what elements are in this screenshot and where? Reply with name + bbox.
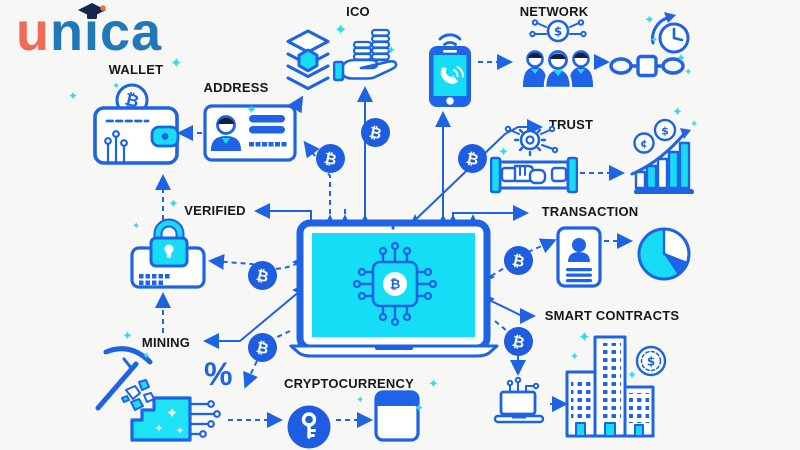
sparkle-icon: ✦: [672, 105, 683, 120]
sparkle-icon: ✦: [154, 423, 163, 435]
handshake-gear-icon: [490, 124, 578, 194]
key-icon: [287, 405, 331, 449]
bitcoin-symbol: ₿: [464, 148, 481, 169]
sparkle-icon: ✦: [246, 103, 257, 118]
label-ico: ICO: [346, 4, 370, 19]
bitcoin-symbol: ₿: [367, 122, 384, 143]
browser-icon: [374, 390, 420, 442]
cent-symbol: ¢: [640, 137, 648, 150]
bitcoin-symbol: ₿: [254, 337, 271, 358]
bitcoin-symbol: ₿: [510, 250, 527, 271]
bitcoin-chip-icon: ₿: [352, 241, 438, 327]
lock-card-icon: [130, 218, 206, 289]
small-laptop-icon: [493, 376, 545, 424]
sparkle-icon: ✦: [570, 350, 580, 363]
dollar-node: $: [529, 19, 587, 43]
person-right: [568, 50, 594, 87]
logo-letter-u: u: [16, 2, 50, 62]
growth-chart-icon: ¢ $: [630, 118, 694, 194]
sparkle-icon: ✦: [644, 13, 655, 28]
dollar-symbol: $: [554, 25, 562, 39]
sparkle-icon: ✦: [690, 119, 699, 130]
id-card-icon: [203, 104, 297, 162]
dollar-symbol: $: [661, 125, 669, 138]
sparkle-icon: ✦: [356, 395, 365, 406]
label-trust: TRUST: [548, 117, 594, 132]
sparkle-icon: ✦: [428, 377, 439, 392]
clock-icon: [651, 12, 690, 54]
label-verified: VERIFIED: [184, 203, 246, 218]
wallet-icon: ₿: [93, 83, 180, 165]
sparkle-icon: ✦: [684, 67, 693, 78]
sparkle-icon: ✦: [334, 20, 348, 39]
people-network-icon: $: [522, 19, 594, 90]
label-cryptocurrency: CRYPTOCURRENCY: [284, 376, 414, 391]
sparkle-icon: ✦: [112, 81, 121, 92]
bitcoin-symbol: ₿: [510, 331, 527, 352]
mined-block-icon: ✦ ✦ ✦: [130, 396, 221, 442]
sparkle-icon: ✦: [142, 351, 151, 362]
sparkle-icon: ✦: [650, 35, 659, 46]
unica-logo: unica: [16, 2, 162, 62]
sparkle-icon: ✦: [627, 368, 638, 382]
sparkle-icon: ✦: [122, 329, 133, 344]
label-wallet: WALLET: [108, 62, 164, 77]
bitcoin-symbol: ₿: [390, 278, 401, 293]
logo-letters-nica: nica: [50, 2, 163, 62]
graduation-cap-icon: [78, 3, 106, 19]
person-left: [522, 50, 548, 87]
percent-symbol: %: [204, 356, 233, 392]
sparkle-icon: ✦: [386, 43, 397, 57]
label-mining: MINING: [141, 335, 191, 350]
sparkle-icon: ✦: [166, 405, 179, 422]
sparkle-icon: ✦: [498, 145, 509, 160]
pie-chart-icon: [637, 227, 691, 281]
card-dots: [249, 142, 287, 147]
label-network: NETWORK: [519, 4, 589, 19]
wifi-icon: [438, 33, 462, 46]
phone-handset-icon: [440, 67, 458, 84]
sparkle-icon: ✦: [68, 89, 79, 103]
sparkle-icon: ✦: [414, 401, 425, 415]
hands: [500, 164, 568, 185]
card-dots: [139, 274, 170, 285]
sparkle-icon: ✦: [676, 51, 687, 65]
label-address: ADDRESS: [203, 80, 269, 95]
phone-icon: [429, 33, 471, 107]
dollar-symbol: $: [647, 355, 655, 369]
sparkle-icon: ✦: [578, 328, 591, 346]
label-transaction: TRANSACTION: [541, 204, 639, 219]
gear-icon: [504, 124, 559, 157]
person-card-icon: [556, 226, 602, 288]
dollar-coin-icon: $: [635, 345, 667, 377]
sparkle-icon: ✦: [168, 197, 179, 212]
bitcoin-symbol: ₿: [322, 148, 339, 169]
sparkle-icon: ✦: [170, 54, 183, 72]
person-center: [543, 50, 573, 90]
laptop-bitcoin-chip-icon: ₿: [289, 214, 499, 358]
sparkle-icon: ✦: [176, 426, 184, 437]
bitcoin-symbol: ₿: [254, 265, 271, 286]
stack-icon: [286, 29, 330, 90]
hand-coins-icon: [333, 28, 398, 82]
sparkle-icon: ✦: [132, 221, 141, 232]
label-smart-contracts: SMART CONTRACTS: [544, 308, 680, 323]
buildings-icon: [565, 335, 655, 438]
chain-icon: [609, 54, 685, 78]
